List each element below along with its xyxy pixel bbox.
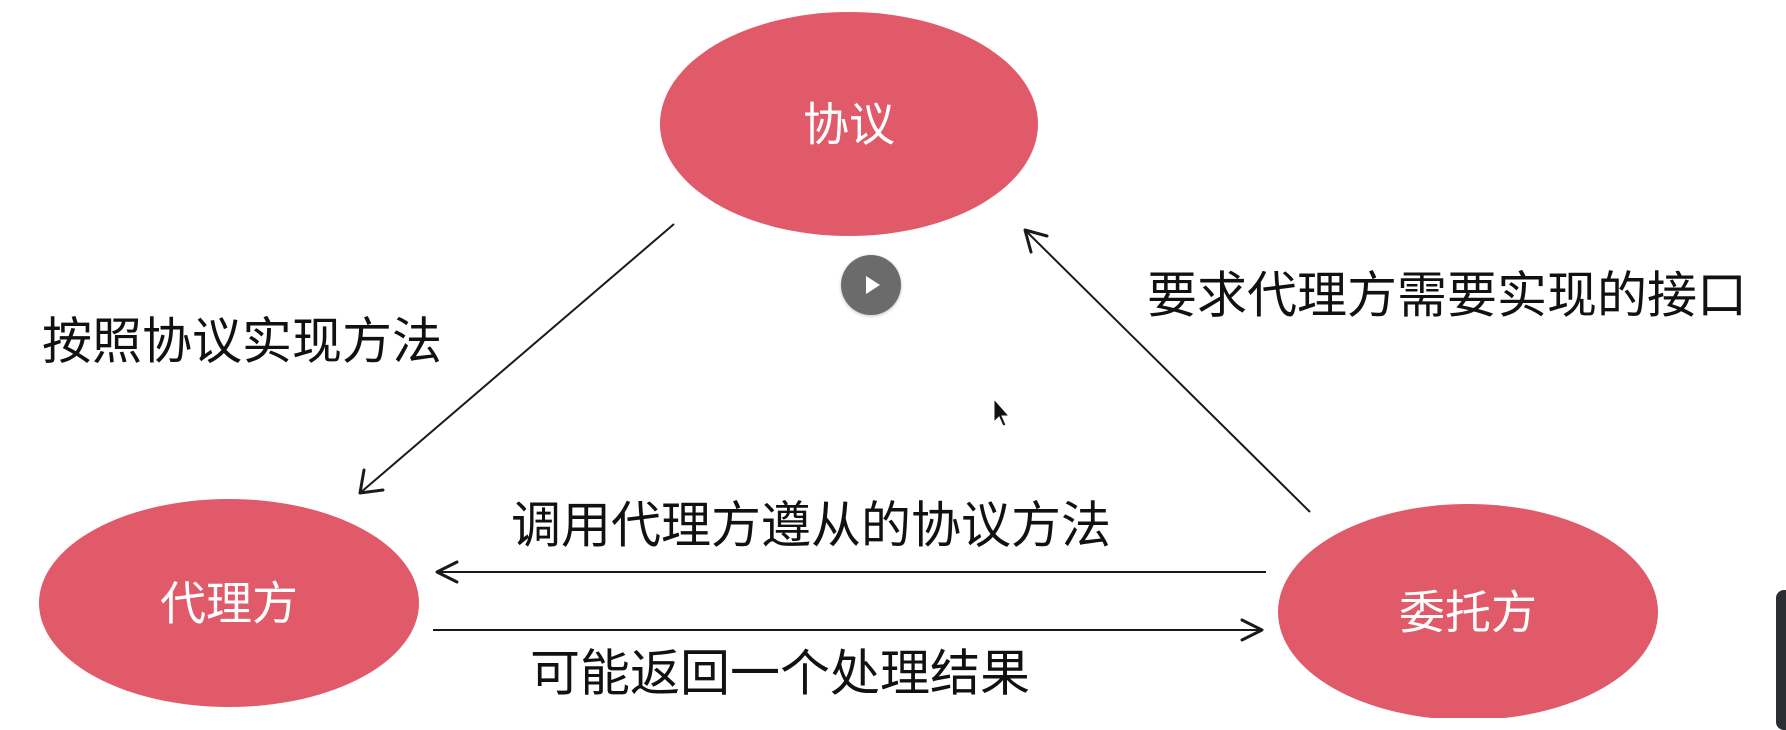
edge-protocol-to-agent <box>359 223 675 494</box>
edge-delegator-to-protocol <box>1024 229 1311 513</box>
edge-label-agent-to-delegator: 可能返回一个处理结果 <box>530 645 1030 703</box>
arrowhead-agent-top <box>358 468 385 495</box>
edge-label-delegator-to-protocol: 要求代理方需要实现的接口 <box>1147 267 1747 325</box>
agent-node-label: 代理方 <box>160 577 298 631</box>
agent-node <box>39 499 419 707</box>
mouse-cursor-icon <box>993 397 1011 427</box>
protocol-node-label: 协议 <box>803 98 895 152</box>
play-icon[interactable] <box>841 255 901 315</box>
delegator-node <box>1278 504 1658 718</box>
protocol-node <box>660 12 1038 236</box>
arrowhead-delegator-left <box>1240 618 1264 642</box>
side-panel-edge <box>1776 590 1786 730</box>
edge-label-protocol-to-agent: 按照协议实现方法 <box>42 313 442 371</box>
delegator-node-label: 委托方 <box>1399 586 1537 640</box>
arrowhead-agent-right <box>435 560 459 584</box>
arrowhead-protocol-right <box>1023 228 1049 254</box>
edge-label-delegator-to-agent: 调用代理方遵从的协议方法 <box>511 497 1111 555</box>
